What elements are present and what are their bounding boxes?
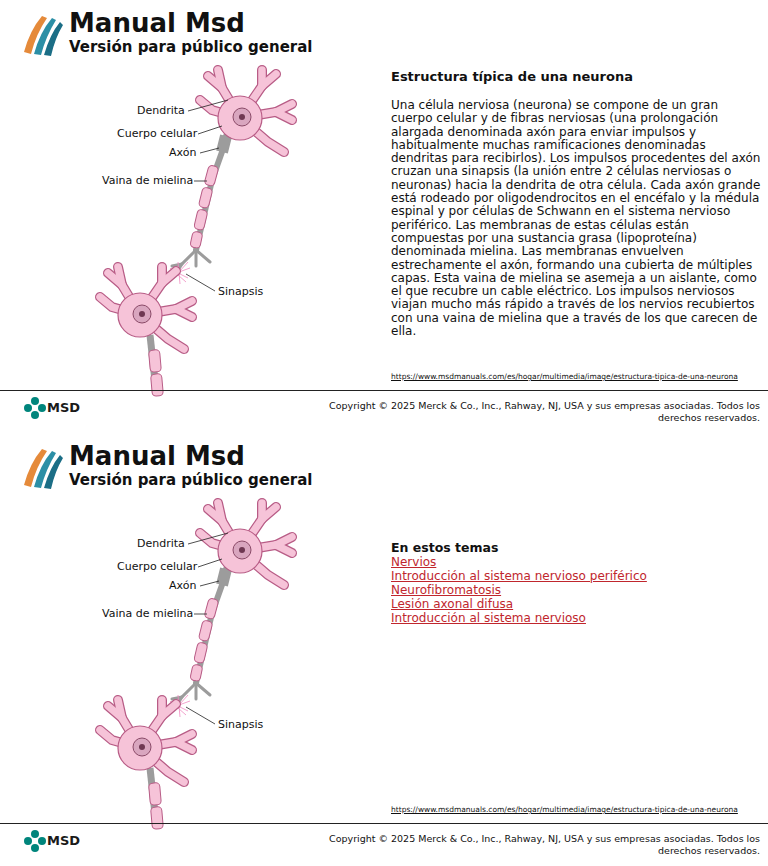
- part-label: Vaina de mielina: [101, 607, 194, 621]
- part-label: Dendrita: [136, 537, 186, 551]
- part-label: Cuerpo celular: [116, 127, 198, 141]
- brand-name: Manual Msd: [69, 8, 245, 38]
- part-label: Axón: [168, 579, 197, 593]
- part-label: Sinapsis: [217, 718, 264, 732]
- part-label: Sinapsis: [217, 285, 264, 299]
- brand-subtitle: Versión para público general: [69, 38, 313, 56]
- part-label: Dendrita: [136, 104, 186, 118]
- topic-link: Introducción al sistema nervioso perifér…: [391, 569, 647, 583]
- copyright: Copyright © 2025 Merck & Co., Inc., Rahw…: [300, 400, 760, 423]
- topic-link: Neurofibromatosis: [391, 583, 501, 597]
- topic-link: Lesión axonal difusa: [391, 597, 513, 611]
- brand-name: Manual Msd: [69, 441, 245, 471]
- msd-wordmark: MSD: [47, 400, 80, 416]
- figure-title: Estructura típica de una neurona: [391, 69, 763, 85]
- topics-heading: En estos temas: [391, 540, 761, 555]
- msd-wordmark: MSD: [47, 833, 80, 849]
- copyright: Copyright © 2025 Merck & Co., Inc., Rahw…: [300, 833, 760, 856]
- topic-link: Introducción al sistema nervioso: [391, 611, 586, 625]
- part-label: Axón: [168, 146, 197, 160]
- part-label: Vaina de mielina: [101, 174, 194, 188]
- source-url: https://www.msdmanuals.com/es/hogar/mult…: [391, 806, 759, 815]
- body-text: Una célula nerviosa (neurona) se compone…: [391, 99, 763, 338]
- part-label: Cuerpo celular: [116, 560, 198, 574]
- source-url: https://www.msdmanuals.com/es/hogar/mult…: [391, 373, 759, 382]
- brand-subtitle: Versión para público general: [69, 471, 313, 489]
- topic-link: Nervios: [391, 555, 436, 569]
